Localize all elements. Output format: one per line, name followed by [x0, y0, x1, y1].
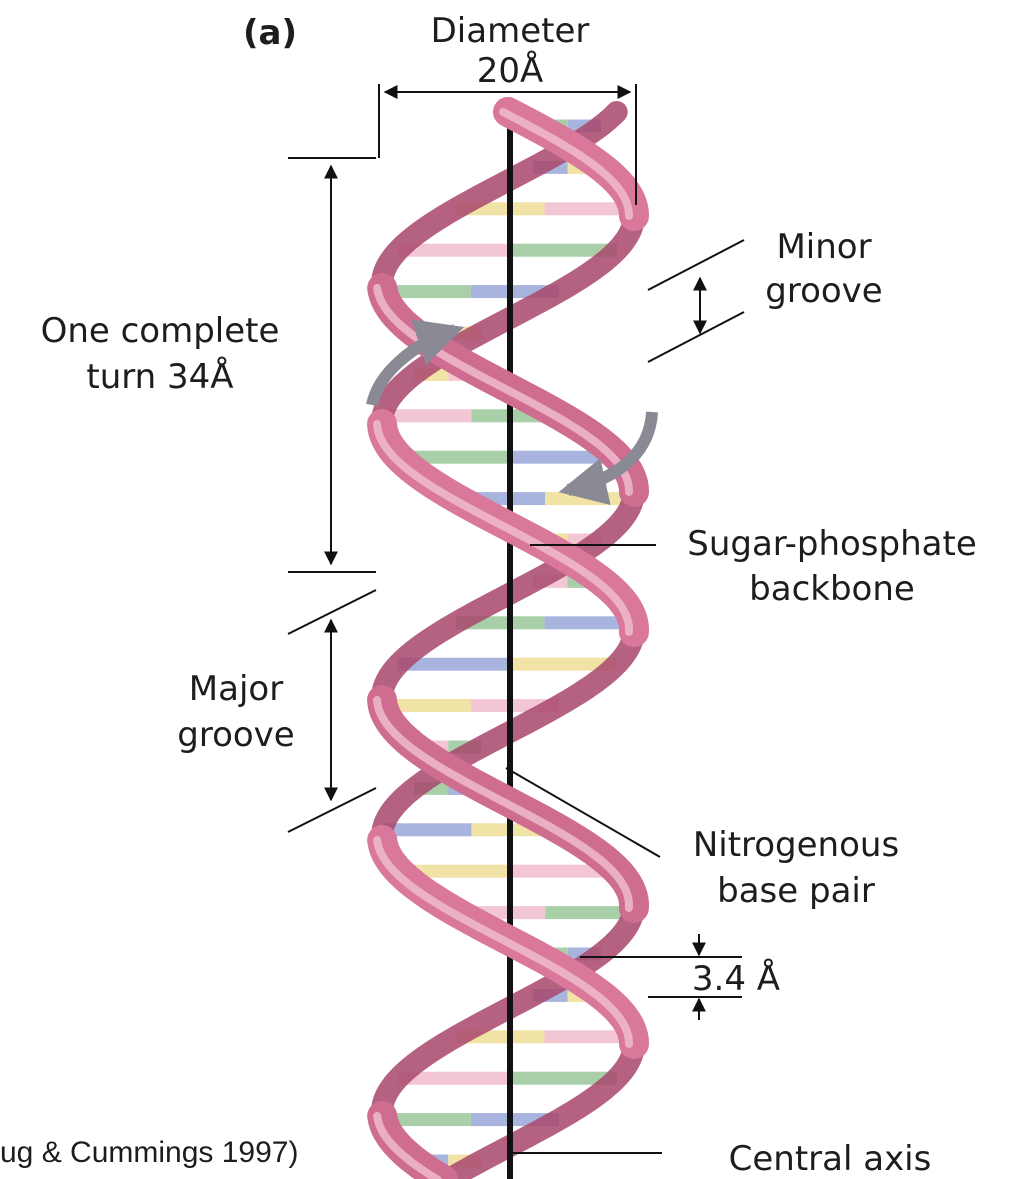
complete-turn-value: turn 34Å	[86, 356, 233, 397]
diameter-label: Diameter	[431, 11, 590, 51]
major-groove-dimension	[288, 590, 376, 832]
base-pair-label-2: base pair	[717, 871, 875, 911]
rise-label: 3.4 Å	[692, 958, 780, 999]
complete-turn-label: One complete	[41, 311, 280, 351]
major-groove-label-2: groove	[177, 715, 294, 755]
minor-groove-label: Minor	[776, 227, 871, 267]
diameter-value: 20Å	[477, 50, 544, 91]
minor-groove-dimension	[648, 240, 744, 362]
source-credit: ug & Cummings 1997)	[0, 1136, 298, 1169]
major-groove-label: Major	[189, 669, 283, 709]
backbone-label-2: backbone	[749, 569, 915, 609]
central-axis-label: Central axis	[729, 1139, 932, 1179]
complete-turn-dimension	[288, 158, 376, 572]
strand-segment-back	[448, 1044, 634, 1179]
panel-label: (a)	[243, 13, 297, 53]
minor-groove-label-2: groove	[765, 271, 882, 311]
backbone-label: Sugar-phosphate	[687, 524, 976, 564]
base-pair-label: Nitrogenous	[693, 825, 899, 865]
